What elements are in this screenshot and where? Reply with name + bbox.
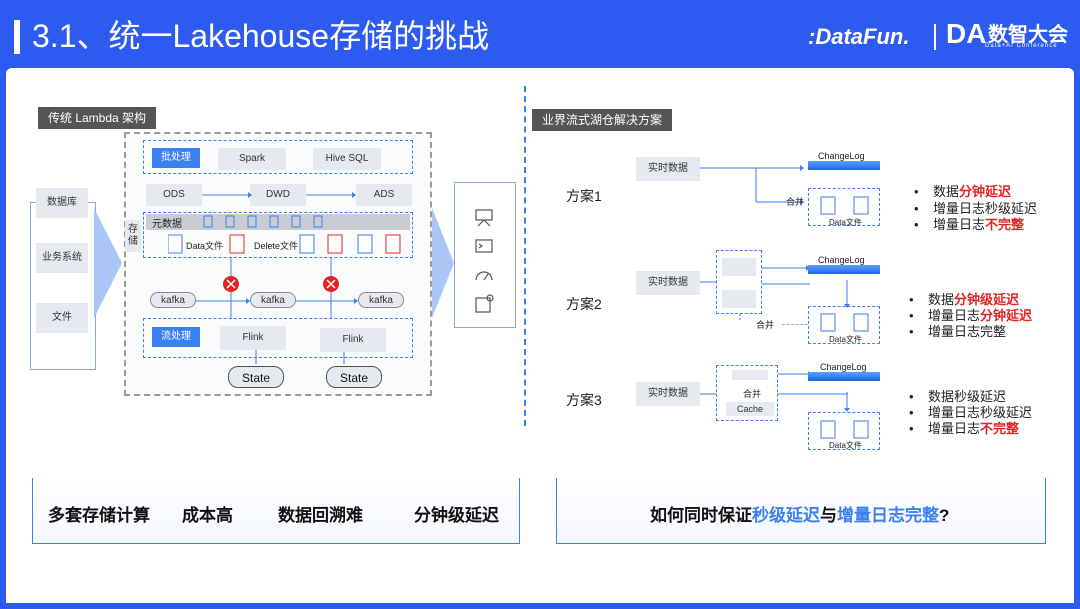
batch-row (143, 140, 413, 174)
ads-node: ADS (356, 184, 412, 206)
datafun-logo: :DataFun. (808, 24, 910, 49)
plan2-datafile-box (808, 306, 880, 344)
lambda-tag: 传统 Lambda 架构 (38, 107, 157, 129)
plan1-parquet-icons (820, 196, 869, 215)
hive-sql-node: Hive SQL (313, 148, 381, 170)
source-business-system: 业务系统 (36, 243, 88, 273)
plan3-changelog-label: ChangeLog (820, 362, 867, 372)
industry-solutions-tag: 业界流式湖仓解决方案 (532, 109, 673, 131)
lambda-container (124, 132, 432, 396)
summary-item-2: 成本高 (182, 506, 233, 525)
plan3-bullet-1: • 数据秒级延迟 (909, 389, 1007, 404)
plan2-parquet-icons (820, 313, 869, 332)
vertical-divider (524, 86, 526, 426)
plan3-realtime-node: 实时数据 (636, 382, 700, 406)
bottom-right-question (556, 478, 1046, 544)
plan2-realtime-node: 实时数据 (636, 271, 700, 295)
storage-label: 存储 (125, 220, 141, 252)
ods-node: ODS (146, 184, 202, 206)
output-icons (475, 209, 494, 313)
plan2-bullet-1: • 数据分钟级延迟 (909, 292, 1020, 307)
plan1-datafile-box (808, 188, 880, 226)
plan2-buffer-2 (722, 290, 756, 308)
plan2-arrows (700, 265, 810, 320)
conference-logo-text: 数智大会 (988, 24, 1068, 46)
slide-header: 3.1、统一Lakehouse存储的挑战 :DataFun. DA 数智大会 D… (0, 0, 1080, 68)
output-panel (454, 182, 516, 328)
sources-panel (30, 202, 96, 370)
plan3-cache-box (716, 365, 778, 421)
plan1-changelog-label: ChangeLog (818, 151, 865, 161)
summary-item-4: 分钟级延迟 (414, 506, 499, 525)
plan2-merge-label: 合并 (756, 320, 775, 330)
source-database: 数据库 (36, 188, 88, 218)
plan1-bullet-3: • 增量日志不完整 (914, 217, 1025, 232)
metadata-icons (203, 215, 323, 228)
source-file: 文件 (36, 303, 88, 333)
plan2-bullet-3: • 增量日志完整 (909, 324, 1007, 339)
flink-state-links (255, 350, 345, 364)
plan3-cache-node: Cache (726, 402, 774, 416)
plan1-changelog-bar (808, 161, 880, 170)
plan3-bullet-3: • 增量日志不完整 (909, 421, 1020, 436)
flink-node-1: Flink (220, 326, 286, 350)
ods-dwd-ads-arrows (202, 192, 356, 198)
summary-item-3: 数据回溯难 (278, 506, 363, 525)
parquet-files (168, 234, 401, 254)
plan2-buffer-1 (722, 258, 756, 276)
conference-logo-subtitle: Data+AI Conference (985, 43, 1058, 49)
plan3-title: 方案3 (566, 392, 602, 408)
plan2-datafile-label: Data文件 (829, 335, 862, 344)
plan3-merge-label: 合并 (743, 389, 762, 399)
kafka-node-3: kafka (358, 292, 404, 308)
plan2-changelog-bar (808, 265, 880, 274)
spark-node: Spark (218, 148, 286, 170)
plan1-merge-label: 合并 (786, 197, 805, 207)
batch-label: 批处理 (152, 148, 200, 168)
key-question: 如何同时保证秒级延迟与增量日志完整? (650, 506, 950, 525)
delete-file-label: Delete文件 (254, 241, 299, 251)
plan2-bullet-2: • 增量日志分钟延迟 (909, 308, 1033, 323)
flow-arrow-right (432, 208, 454, 318)
plan1-title: 方案1 (566, 188, 602, 204)
plan1-bullet-2: • 增量日志秒级延迟 (914, 201, 1038, 216)
flink-node-2: Flink (320, 328, 386, 352)
title-bar-accent (14, 20, 20, 54)
plan3-changelog-bar (808, 372, 880, 381)
plan3-bullet-2: • 增量日志秒级延迟 (909, 405, 1033, 420)
da-logo: DA (946, 18, 987, 49)
plan2-changelog-label: ChangeLog (818, 255, 865, 265)
metadata-label: 元数据 (152, 219, 182, 230)
slide-content: 传统 Lambda 架构 数据库 业务系统 文件 批处理 Spark Hive … (6, 68, 1074, 603)
slide-title: 3.1、统一Lakehouse存储的挑战 (32, 18, 490, 54)
dwd-node: DWD (250, 184, 306, 206)
kafka-arrows (196, 298, 358, 304)
plan2-title: 方案2 (566, 296, 602, 312)
plan1-datafile-label: Data文件 (829, 218, 862, 227)
storage-row (143, 212, 413, 258)
plan2-buffer-box (716, 250, 762, 314)
stream-row (143, 318, 413, 358)
bottom-left-summary (32, 478, 520, 544)
data-file-label: Data文件 (186, 241, 224, 251)
kafka-node-1: kafka (150, 292, 196, 308)
plan3-down-arrow (844, 392, 850, 412)
state-node-2: State (326, 366, 382, 388)
plan1-realtime-node: 实时数据 (636, 157, 700, 181)
kafka-node-2: kafka (250, 292, 296, 308)
plan3-parquet-icons (820, 420, 869, 439)
flow-arrow-left (94, 208, 122, 318)
stream-label: 流处理 (152, 327, 200, 347)
plan3-cache-bar (732, 370, 768, 380)
logo-separator (934, 24, 936, 50)
state-node-1: State (228, 366, 284, 388)
blocked-arrows (223, 258, 339, 318)
plan3-datafile-box (808, 412, 880, 450)
plan2-merge-line (782, 324, 808, 325)
plan1-bullet-1: • 数据分钟延迟 (914, 184, 1012, 199)
summary-item-1: 多套存储计算 (48, 506, 150, 525)
plan1-arrows (700, 165, 804, 205)
plan3-datafile-label: Data文件 (829, 441, 862, 450)
